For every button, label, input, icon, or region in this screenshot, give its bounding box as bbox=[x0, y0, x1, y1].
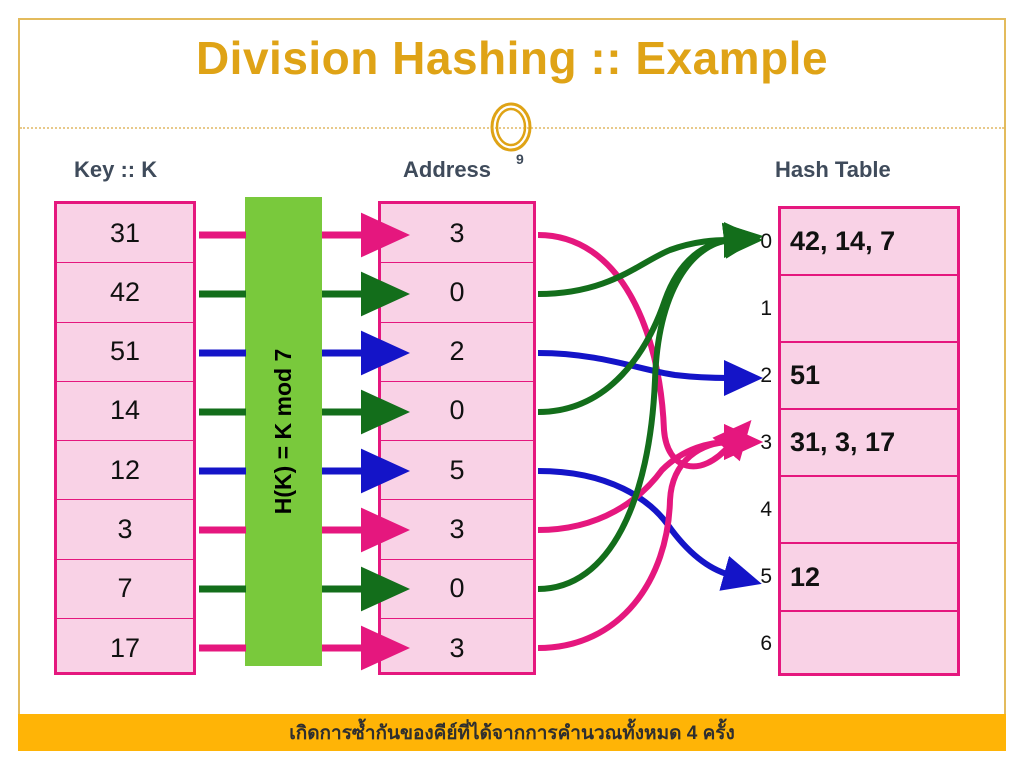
key-cell: 42 bbox=[57, 263, 193, 323]
address-cell: 5 bbox=[381, 441, 533, 501]
hash-index-label: 4 bbox=[760, 498, 772, 521]
address-superscript: 9 bbox=[516, 151, 524, 167]
column-header-key: Key :: K bbox=[74, 157, 158, 182]
hash-index-label: 5 bbox=[760, 565, 772, 588]
hash-slot: 51 bbox=[781, 343, 957, 411]
address-column: 3 0 2 0 5 3 0 3 bbox=[378, 201, 536, 675]
key-cell: 3 bbox=[57, 500, 193, 560]
hash-slot: 42, 14, 7 bbox=[781, 209, 957, 277]
key-cell: 51 bbox=[57, 323, 193, 382]
address-cell: 0 bbox=[381, 263, 533, 323]
key-cell: 12 bbox=[57, 441, 193, 501]
address-cell: 2 bbox=[381, 323, 533, 382]
hash-index-label: 6 bbox=[760, 632, 772, 655]
hash-function-box: H(K) = K mod 7 bbox=[245, 197, 322, 666]
page-title: Division Hashing :: Example bbox=[195, 32, 829, 84]
decorative-ring-icon bbox=[490, 102, 532, 152]
key-cell: 7 bbox=[57, 560, 193, 619]
hash-slot bbox=[781, 477, 957, 545]
column-header-address: Address bbox=[403, 157, 492, 182]
hash-index-label: 1 bbox=[760, 297, 772, 320]
key-cell: 31 bbox=[57, 204, 193, 264]
address-cell: 0 bbox=[381, 382, 533, 441]
address-cell: 3 bbox=[381, 500, 533, 560]
key-cell: 17 bbox=[109, 632, 141, 663]
hash-slot: 31, 3, 17 bbox=[781, 410, 957, 478]
address-cell: 3 bbox=[381, 204, 533, 264]
footer-note-text: เกิดการซ้ำกันของคีย์ที่ได้จากการคำนวณทั้… bbox=[289, 722, 735, 744]
title-divider bbox=[20, 127, 1004, 129]
hash-index-label: 0 bbox=[760, 230, 772, 253]
hash-index-label: 3 bbox=[760, 431, 772, 454]
hash-slot: 12 bbox=[781, 544, 957, 612]
hash-index-label: 2 bbox=[760, 364, 772, 387]
hash-table: 42, 14, 7 51 31, 3, 17 12 bbox=[778, 206, 960, 676]
hash-function-label: H(K) = K mod 7 bbox=[270, 348, 297, 515]
key-cell: 14 bbox=[57, 382, 193, 441]
column-header-hash-table: Hash Table bbox=[775, 157, 891, 182]
key-column: 31 42 51 14 12 3 7 17 bbox=[54, 201, 196, 675]
address-cell: 0 bbox=[381, 560, 533, 619]
hash-slot bbox=[781, 612, 957, 679]
address-cell: 3 bbox=[449, 632, 465, 663]
footer-bar: เกิดการซ้ำกันของคีย์ที่ได้จากการคำนวณทั้… bbox=[18, 714, 1006, 751]
hash-slot bbox=[781, 276, 957, 344]
